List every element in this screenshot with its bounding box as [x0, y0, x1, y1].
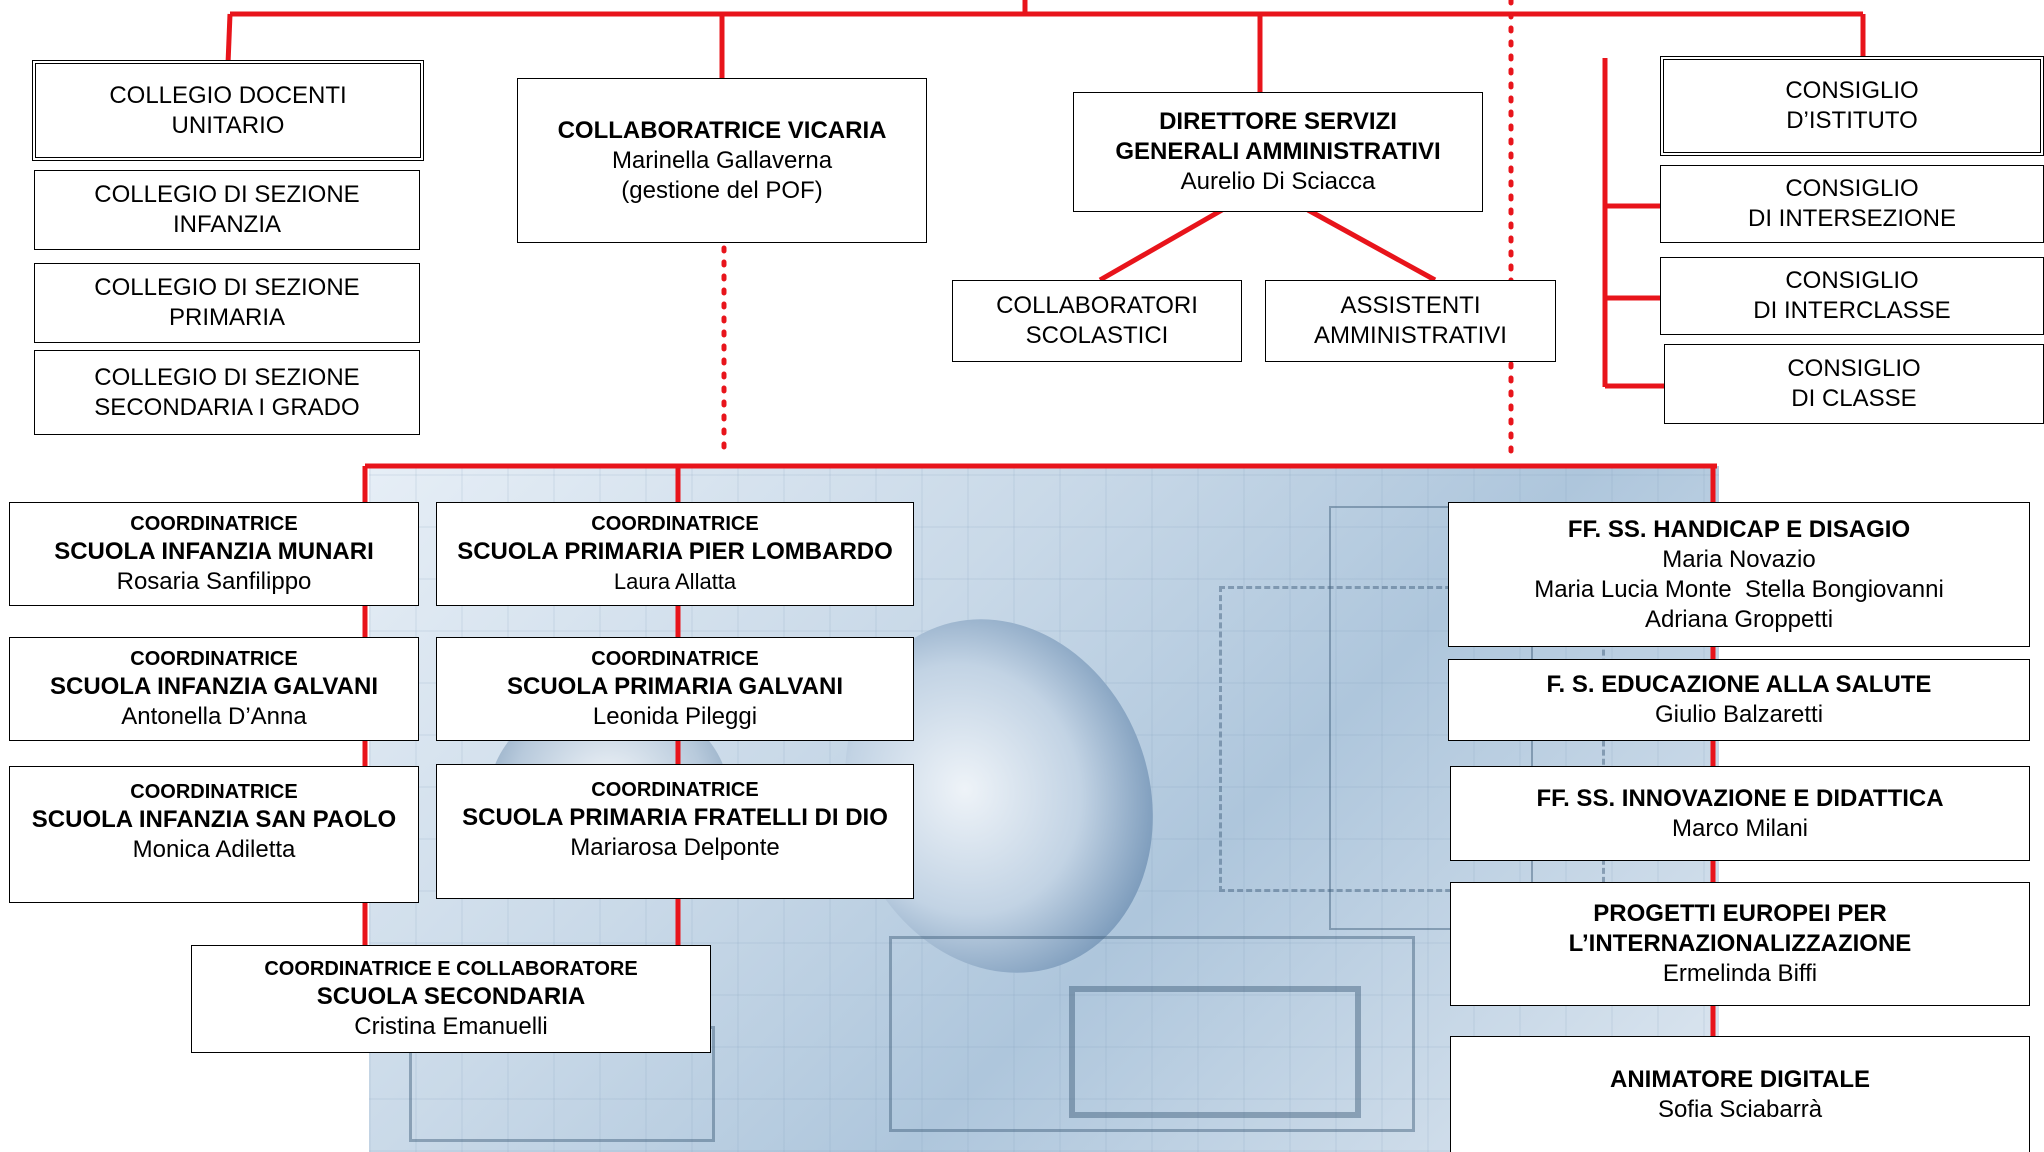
school-name: SCUOLA INFANZIA MUNARI — [54, 538, 374, 565]
blueprint-outline — [1069, 986, 1361, 1118]
box-line: AMMINISTRATIVI — [1314, 322, 1507, 349]
progetti-europei-box: PROGETTI EUROPEI PER L’INTERNAZIONALIZZA… — [1450, 882, 2030, 1006]
box-line: UNITARIO — [171, 111, 285, 139]
person-name: Ermelinda Biffi — [1662, 960, 1818, 987]
collaboratori-scolastici-box: COLLABORATORI SCOLASTICI — [952, 280, 1242, 362]
person-name: Laura Allatta — [613, 569, 737, 594]
coordinatrice-munari-box: COORDINATRICE SCUOLA INFANZIA MUNARI Ros… — [9, 502, 419, 606]
school-name: SCUOLA PRIMARIA PIER LOMBARDO — [457, 538, 893, 565]
consiglio-intersezione-box: CONSIGLIO DI INTERSEZIONE — [1660, 165, 2044, 243]
coordinatrice-galvani-primaria-box: COORDINATRICE SCUOLA PRIMARIA GALVANI Le… — [436, 637, 914, 741]
box-line: CONSIGLIO — [1787, 355, 1921, 382]
box-line: COLLEGIO DI SEZIONE — [94, 363, 360, 391]
box-note: (gestione del POF) — [621, 176, 823, 204]
assistenti-amministrativi-box: ASSISTENTI AMMINISTRATIVI — [1265, 280, 1556, 362]
coordinatrice-galvani-infanzia-box: COORDINATRICE SCUOLA INFANZIA GALVANI An… — [9, 637, 419, 741]
box-line: CONSIGLIO — [1785, 267, 1919, 294]
collegio-infanzia-box: COLLEGIO DI SEZIONE INFANZIA — [34, 170, 420, 250]
box-title: DIRETTORE SERVIZI — [1159, 108, 1397, 135]
box-title: ANIMATORE DIGITALE — [1610, 1065, 1870, 1093]
person-name: Sofia Sciabarrà — [1657, 1095, 1823, 1123]
person-name: Leonida Pileggi — [592, 703, 758, 730]
blueprint-outline — [889, 936, 1415, 1132]
person-name: Cristina Emanuelli — [354, 1013, 548, 1040]
coordinatrice-secondaria-box: COORDINATRICE E COLLABORATORE SCUOLA SEC… — [191, 945, 711, 1053]
consiglio-interclasse-box: CONSIGLIO DI INTERCLASSE — [1660, 257, 2044, 335]
consiglio-istituto-box: CONSIGLIO D’ISTITUTO — [1660, 56, 2044, 156]
school-name: SCUOLA SECONDARIA — [316, 983, 586, 1010]
box-title: F. S. EDUCAZIONE ALLA SALUTE — [1546, 671, 1932, 698]
box-line: INFANZIA — [172, 211, 281, 238]
coordinatrice-fratelli-di-dio-box: COORDINATRICE SCUOLA PRIMARIA FRATELLI D… — [436, 764, 914, 899]
box-title: PROGETTI EUROPEI PER — [1593, 900, 1887, 927]
role-label: COORDINATRICE — [130, 781, 298, 803]
dsga-branch — [1306, 207, 1437, 283]
box-line: SCOLASTICI — [1025, 322, 1169, 349]
box-line: COLLEGIO DI SEZIONE — [94, 274, 360, 301]
school-name: SCUOLA PRIMARIA FRATELLI DI DIO — [462, 804, 888, 831]
box-line: COLLEGIO DOCENTI — [109, 81, 347, 109]
box-title: FF. SS. HANDICAP E DISAGIO — [1567, 515, 1911, 543]
role-label: COORDINATRICE — [591, 513, 759, 535]
box-title: COLLABORATRICE VICARIA — [557, 116, 887, 144]
person-name: Adriana Groppetti — [1644, 605, 1834, 633]
box-line: PRIMARIA — [168, 304, 285, 331]
dsga-branch — [1098, 207, 1224, 283]
animatore-digitale-box: ANIMATORE DIGITALE Sofia Sciabarrà — [1450, 1036, 2030, 1152]
box-line: DI INTERCLASSE — [1753, 297, 1951, 324]
ff-ss-innovazione-box: FF. SS. INNOVAZIONE E DIDATTICA Marco Mi… — [1450, 766, 2030, 861]
box-line: CONSIGLIO — [1785, 175, 1919, 202]
dsga-box: DIRETTORE SERVIZI GENERALI AMMINISTRATIV… — [1073, 92, 1483, 212]
coordinatrice-san-paolo-box: COORDINATRICE SCUOLA INFANZIA SAN PAOLO … — [9, 766, 419, 903]
fs-educazione-salute-box: F. S. EDUCAZIONE ALLA SALUTE Giulio Balz… — [1448, 659, 2030, 741]
box-line: D’ISTITUTO — [1786, 107, 1918, 134]
person-name: Marco Milani — [1671, 814, 1809, 842]
role-label: COORDINATRICE — [591, 779, 759, 801]
person-name: Marinella Gallaverna — [611, 146, 833, 174]
box-line: SECONDARIA I GRADO — [94, 393, 360, 421]
person-name: Mariarosa Delponte — [570, 834, 780, 861]
collaboratrice-vicaria-box: COLLABORATRICE VICARIA Marinella Gallave… — [517, 78, 927, 243]
box-title: L’INTERNAZIONALIZZAZIONE — [1568, 930, 1912, 957]
box-line: ASSISTENTI — [1340, 292, 1481, 319]
consiglio-classe-box: CONSIGLIO DI CLASSE — [1664, 344, 2044, 424]
role-label: COORDINATRICE — [130, 648, 298, 670]
box-title: FF. SS. INNOVAZIONE E DIDATTICA — [1536, 784, 1944, 812]
role-label: COORDINATRICE — [591, 648, 759, 670]
person-name: Rosaria Sanfilippo — [116, 568, 312, 595]
coordinatrice-pier-lombardo-box: COORDINATRICE SCUOLA PRIMARIA PIER LOMBA… — [436, 502, 914, 606]
box-line: CONSIGLIO — [1785, 77, 1919, 104]
box-line: COLLEGIO DI SEZIONE — [94, 181, 360, 208]
person-name: Antonella D’Anna — [121, 703, 307, 730]
collegio-primaria-box: COLLEGIO DI SEZIONE PRIMARIA — [34, 263, 420, 343]
school-name: SCUOLA PRIMARIA GALVANI — [507, 673, 843, 700]
ff-ss-handicap-box: FF. SS. HANDICAP E DISAGIO Maria Novazio… — [1448, 502, 2030, 647]
person-name: Aurelio Di Sciacca — [1180, 168, 1376, 195]
box-line: DI INTERSEZIONE — [1747, 205, 1957, 232]
person-name: Maria Lucia Monte Stella Bongiovanni — [1534, 575, 1944, 603]
collegio-secondaria-box: COLLEGIO DI SEZIONE SECONDARIA I GRADO — [34, 350, 420, 435]
person-name: Monica Adiletta — [132, 836, 296, 863]
role-label: COORDINATRICE E COLLABORATORE — [264, 958, 638, 980]
role-label: COORDINATRICE — [130, 513, 298, 535]
collegio-docenti-unitario-box: COLLEGIO DOCENTI UNITARIO — [32, 60, 424, 161]
school-name: SCUOLA INFANZIA SAN PAOLO — [31, 806, 397, 833]
box-line: COLLABORATORI — [996, 292, 1198, 319]
person-name: Giulio Balzaretti — [1654, 701, 1824, 728]
person-name: Maria Novazio — [1662, 545, 1816, 573]
box-line: DI CLASSE — [1791, 385, 1917, 412]
school-name: SCUOLA INFANZIA GALVANI — [50, 673, 378, 700]
box-title: GENERALI AMMINISTRATIVI — [1115, 138, 1441, 165]
connector-collegio — [225, 13, 233, 65]
